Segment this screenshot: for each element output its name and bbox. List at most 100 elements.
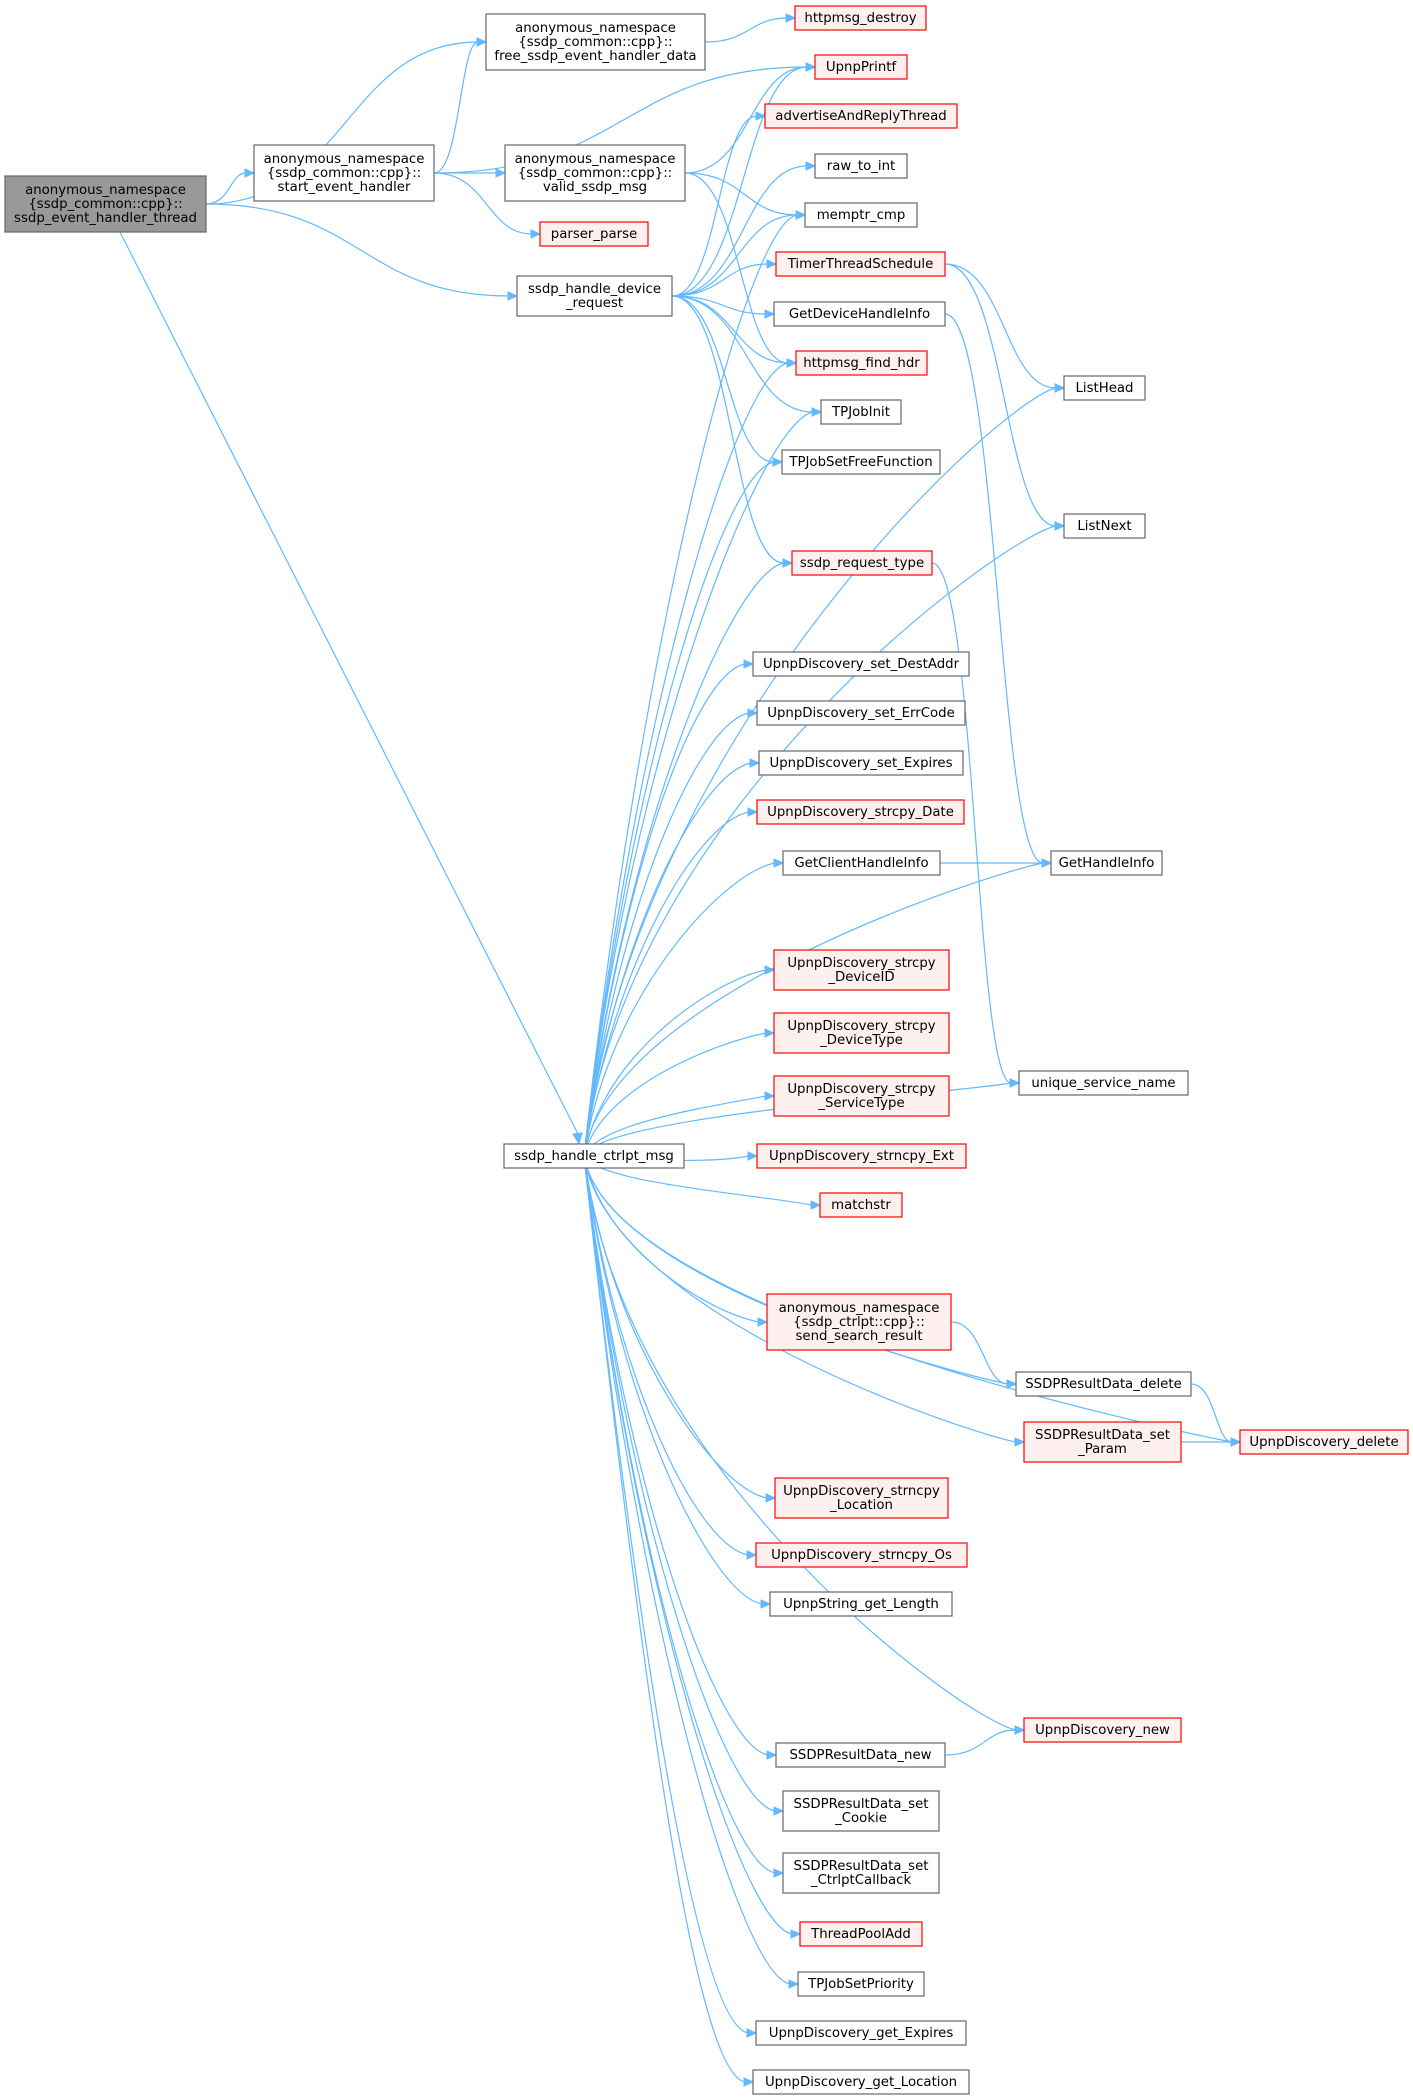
node-box — [755, 1542, 968, 1568]
function-node-ssdp-result-new[interactable]: SSDPResultData_new — [775, 1742, 946, 1768]
function-node-set-cookie[interactable]: SSDPResultData_set_Cookie — [782, 1790, 940, 1832]
call-edge-root-to-start_handler — [205, 168, 256, 205]
call-edge-valid_msg-to-memptr_cmp — [684, 172, 807, 220]
node-box — [820, 399, 902, 425]
function-node-strncpy-os[interactable]: UpnpDiscovery_strncpy_Os — [755, 1542, 968, 1568]
edge-arrowhead — [811, 407, 823, 417]
function-node-upnpstring-len[interactable]: UpnpString_get_Length — [769, 1591, 953, 1617]
function-node-upnpprintf[interactable]: UpnpPrintf — [814, 54, 908, 80]
function-node-get-location[interactable]: UpnpDiscovery_get_Location — [752, 2069, 970, 2095]
edge-line — [433, 41, 479, 174]
edge-line — [671, 165, 808, 297]
node-box — [774, 1477, 949, 1519]
function-node-root[interactable]: anonymous_namespace{ssdp_common::cpp}::s… — [4, 175, 207, 233]
function-node-gethandleinfo[interactable]: GetHandleInfo — [1050, 850, 1163, 876]
function-node-get-expires[interactable]: UpnpDiscovery_get_Expires — [755, 2020, 967, 2046]
node-label-line: {ssdp_common::cpp}:: — [28, 197, 182, 212]
function-node-start-handler[interactable]: anonymous_namespace{ssdp_common::cpp}::s… — [253, 144, 435, 202]
call-edge-handle_ctrlpt-to-ssdp_result_new — [583, 1155, 778, 1760]
call-edge-root-to-handle_ctrlpt — [119, 231, 583, 1146]
call-edge-start_handler-to-free_data — [433, 37, 488, 174]
node-label-line: ListHead — [1075, 381, 1133, 396]
call-edge-handle_ctrlpt-to-httpmsg_find_hdr — [583, 358, 798, 1157]
function-node-set-ctrlptcb[interactable]: SSDPResultData_set_CtrlptCallback — [782, 1852, 940, 1894]
node-label-line: ThreadPoolAdd — [810, 1927, 911, 1942]
function-node-listnext[interactable]: ListNext — [1063, 513, 1146, 539]
node-label-line: UpnpDiscovery_set_ErrCode — [767, 706, 955, 721]
function-node-strncpy-location[interactable]: UpnpDiscovery_strncpy_Location — [774, 1477, 949, 1519]
node-label-line: _ServiceType — [817, 1096, 904, 1111]
edge-line — [950, 1321, 1009, 1385]
call-edge-handle_ctrlpt-to-tpjobsetfree — [583, 457, 784, 1157]
edge-arrowhead — [572, 1132, 583, 1146]
node-box — [756, 700, 966, 726]
function-node-unique-service[interactable]: unique_service_name — [1018, 1070, 1189, 1096]
function-node-listhead[interactable]: ListHead — [1063, 375, 1146, 401]
edge-arrowhead — [747, 708, 759, 718]
function-node-free-data[interactable]: anonymous_namespace{ssdp_common::cpp}::f… — [485, 13, 706, 71]
function-node-strncpy-ext[interactable]: UpnpDiscovery_strncpy_Ext — [756, 1143, 967, 1169]
call-edge-handle_ctrlpt-to-strcpy_devicetype — [583, 1028, 776, 1157]
function-node-timer-schedule[interactable]: TimerThreadSchedule — [775, 251, 946, 277]
node-box — [769, 1591, 953, 1617]
node-box — [752, 651, 970, 677]
edge-arrowhead — [764, 1091, 776, 1101]
node-box — [758, 750, 964, 776]
function-node-valid-msg[interactable]: anonymous_namespace{ssdp_common::cpp}::v… — [504, 144, 686, 202]
node-label-line: UpnpDiscovery_strncpy_Ext — [769, 1149, 954, 1164]
function-node-httpmsg-find-hdr[interactable]: httpmsg_find_hdr — [795, 350, 928, 376]
node-label-line: anonymous_namespace — [25, 183, 186, 198]
node-label-line: ListNext — [1077, 519, 1131, 534]
function-node-upnpdiscovery-new[interactable]: UpnpDiscovery_new — [1023, 1717, 1182, 1743]
edge-arrowhead — [1014, 1437, 1026, 1447]
edge-line — [583, 461, 775, 1157]
edge-line — [671, 295, 767, 315]
function-node-upnpdiscovery-delete[interactable]: UpnpDiscovery_delete — [1239, 1429, 1409, 1455]
node-label-line: GetHandleInfo — [1059, 856, 1155, 871]
node-label-line: {ssdp_common::cpp}:: — [518, 166, 672, 181]
function-node-set-expires[interactable]: UpnpDiscovery_set_Expires — [758, 750, 964, 776]
call-edge-start_handler-to-valid_msg — [434, 168, 507, 178]
function-node-strcpy-servicetype[interactable]: UpnpDiscovery_strcpy_ServiceType — [773, 1075, 950, 1117]
node-box — [503, 1143, 685, 1169]
node-box — [1239, 1429, 1409, 1455]
function-node-handle-ctrlpt[interactable]: ssdp_handle_ctrlpt_msg — [503, 1143, 685, 1169]
node-box — [795, 350, 928, 376]
edge-arrowhead — [755, 111, 767, 121]
node-box — [814, 153, 908, 179]
function-node-ssdp-result-delete[interactable]: SSDPResultData_delete — [1015, 1371, 1192, 1397]
edge-line — [684, 172, 789, 364]
edge-line — [205, 172, 247, 205]
node-label-line: UpnpString_get_Length — [783, 1597, 939, 1612]
function-node-set-destaddr[interactable]: UpnpDiscovery_set_DestAddr — [752, 651, 970, 677]
function-node-memptr-cmp[interactable]: memptr_cmp — [804, 202, 918, 228]
edge-arrowhead — [244, 168, 256, 178]
function-node-parser-parse[interactable]: parser_parse — [539, 221, 649, 247]
edge-arrowhead — [1009, 1078, 1021, 1088]
node-label-line: TPJobSetFreeFunction — [788, 455, 932, 470]
function-node-send-search[interactable]: anonymous_namespace{ssdp_ctrlpt::cpp}::s… — [766, 1293, 952, 1351]
function-node-get-device-handle[interactable]: GetDeviceHandleInfo — [773, 301, 946, 327]
function-node-strcpy-deviceid[interactable]: UpnpDiscovery_strcpy_DeviceID — [773, 949, 950, 991]
function-node-tpjobsetfree[interactable]: TPJobSetFreeFunction — [781, 449, 941, 475]
function-node-threadpooladd[interactable]: ThreadPoolAdd — [799, 1921, 923, 1947]
function-node-advertise[interactable]: advertiseAndReplyThread — [764, 103, 958, 129]
function-node-raw-to-int[interactable]: raw_to_int — [814, 153, 908, 179]
function-node-get-client-handle[interactable]: GetClientHandleInfo — [782, 850, 941, 876]
function-node-ssdp-request-type[interactable]: ssdp_request_type — [791, 550, 933, 576]
function-node-matchstr[interactable]: matchstr — [819, 1192, 903, 1218]
function-node-ssdp-result-set-param[interactable]: SSDPResultData_set_Param — [1023, 1421, 1182, 1463]
function-node-strcpy-date[interactable]: UpnpDiscovery_strcpy_Date — [756, 799, 965, 825]
edge-arrowhead — [1230, 1437, 1242, 1447]
edge-arrowhead — [786, 358, 798, 368]
node-box — [799, 1921, 923, 1947]
function-node-strcpy-devicetype[interactable]: UpnpDiscovery_strcpy_DeviceType — [773, 1012, 950, 1054]
function-node-tpjobinit[interactable]: TPJobInit — [820, 399, 902, 425]
edge-arrowhead — [766, 1750, 778, 1760]
function-node-set-errcode[interactable]: UpnpDiscovery_set_ErrCode — [756, 700, 966, 726]
node-box — [814, 54, 908, 80]
call-edge-handle_device-to-tpjobsetfree — [671, 295, 784, 467]
function-node-tpjobsetprio[interactable]: TPJobSetPriority — [797, 1971, 925, 1997]
function-node-handle-device[interactable]: ssdp_handle_device_request — [516, 275, 673, 317]
function-node-httpmsg-destroy[interactable]: httpmsg_destroy — [794, 5, 927, 31]
